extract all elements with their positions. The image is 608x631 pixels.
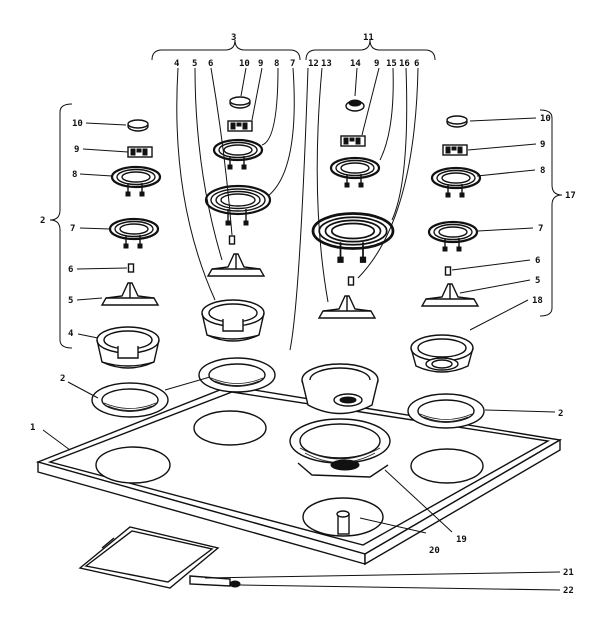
right-parts-column bbox=[410, 115, 482, 373]
leader-lines bbox=[42, 67, 561, 591]
callout-6-topright: 6 bbox=[414, 59, 419, 69]
cooktop-panel bbox=[35, 385, 563, 566]
callout-5-top: 5 bbox=[192, 59, 197, 69]
callout-8-top: 8 bbox=[274, 59, 279, 69]
callout-10-right: 10 bbox=[540, 114, 551, 124]
callout-9-top: 9 bbox=[258, 59, 263, 69]
center-left-parts-column bbox=[201, 96, 272, 342]
cooktop-assemblies bbox=[91, 357, 485, 535]
callout-8-left: 8 bbox=[72, 170, 77, 180]
callout-16: 16 bbox=[399, 59, 410, 69]
callout-14: 14 bbox=[350, 59, 361, 69]
callout-19: 19 bbox=[456, 535, 467, 545]
callout-12: 12 bbox=[308, 59, 319, 69]
callout-15: 15 bbox=[386, 59, 397, 69]
callout-7-left: 7 bbox=[70, 224, 75, 234]
callout-7-top: 7 bbox=[290, 59, 295, 69]
group-braces bbox=[49, 39, 563, 349]
callout-5-left: 5 bbox=[68, 296, 73, 306]
callout-4-left: 4 bbox=[68, 329, 74, 339]
callout-9-left: 9 bbox=[74, 145, 79, 155]
callout-6-right: 6 bbox=[535, 256, 540, 266]
callout-labels: 1 2 2 2 3 4 4 5 5 5 6 6 6 6 7 7 7 8 8 8 … bbox=[30, 33, 576, 596]
callout-10-top: 10 bbox=[239, 59, 250, 69]
callout-6-top: 6 bbox=[208, 59, 213, 69]
callout-22: 22 bbox=[563, 586, 574, 596]
center-right-parts-column bbox=[311, 99, 395, 319]
callout-1: 1 bbox=[30, 423, 35, 433]
callout-8-right: 8 bbox=[540, 166, 545, 176]
callout-18: 18 bbox=[532, 296, 543, 306]
callout-11: 11 bbox=[363, 33, 374, 43]
callout-17: 17 bbox=[565, 191, 576, 201]
callout-21: 21 bbox=[563, 568, 574, 578]
callout-4-top: 4 bbox=[174, 59, 180, 69]
broiler-pan bbox=[78, 526, 241, 589]
callout-2-right: 2 bbox=[558, 409, 563, 419]
callout-3: 3 bbox=[231, 33, 236, 43]
callout-7-right: 7 bbox=[538, 224, 543, 234]
callout-13: 13 bbox=[321, 59, 332, 69]
callout-9-topright: 9 bbox=[374, 59, 379, 69]
callout-20: 20 bbox=[429, 546, 440, 556]
callout-2-brace: 2 bbox=[40, 216, 45, 226]
callout-9-right: 9 bbox=[540, 140, 545, 150]
callout-5-right: 5 bbox=[535, 276, 540, 286]
callout-10-left: 10 bbox=[72, 119, 83, 129]
callout-2-left: 2 bbox=[60, 374, 65, 384]
callout-6-left: 6 bbox=[68, 265, 73, 275]
left-parts-column bbox=[96, 119, 162, 369]
